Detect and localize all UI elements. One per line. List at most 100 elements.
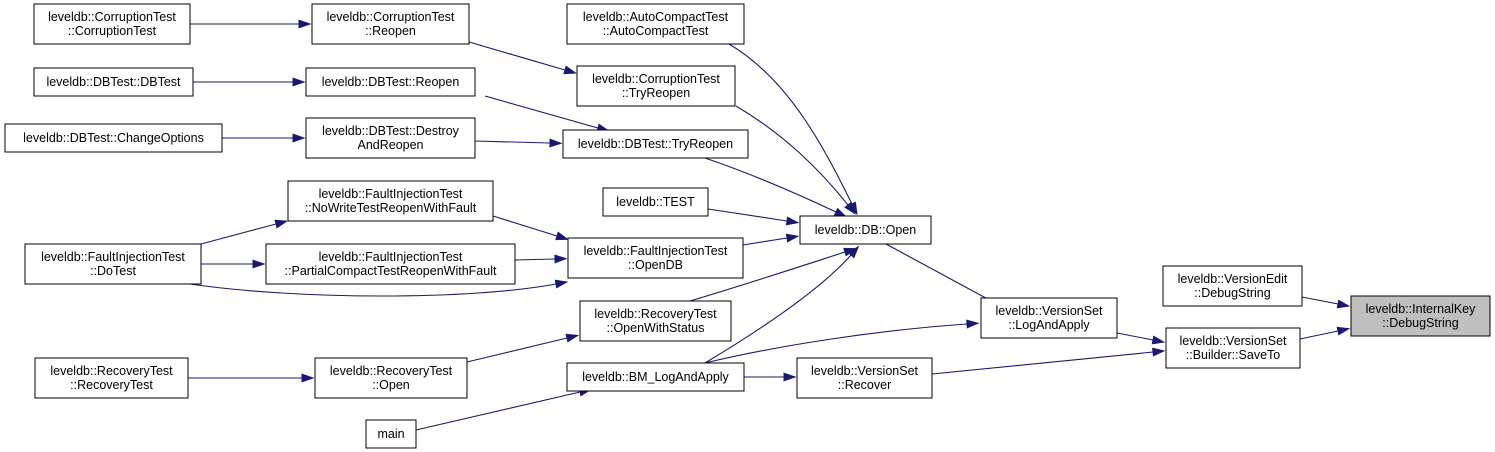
node-vsr[interactable]: leveldb::VersionSet::Recover [796,357,933,399]
node-box [311,3,470,45]
node-fipc[interactable]: leveldb::FaultInjectionTest::PartialComp… [265,243,516,285]
node-box [314,357,468,399]
edge-ve-to-root [1301,296,1351,309]
node-rtows[interactable]: leveldb::RecoveryTest::OpenWithStatus [579,300,732,342]
arrowhead-icon [554,279,569,289]
node-fiod[interactable]: leveldb::FaultInjectionTest::OpenDB [567,237,744,279]
edge-fidt-to-fiod [189,279,569,297]
node-label: leveldb::BM_LogAndApply [582,370,729,384]
node-dbtco[interactable]: leveldb::DBTest::ChangeOptions [4,123,223,153]
edge-line [931,351,1154,375]
edge-bm-to-vsl [704,319,980,364]
node-box [287,180,494,222]
node-label: leveldb::DBTest::Destroy [322,124,460,138]
node-label: ::PartialCompactTestReopenWithFault [285,264,497,278]
node-label: ::TryReopen [622,86,690,100]
node-box [34,357,189,399]
edge-line [1299,330,1339,340]
node-box [579,300,732,342]
arrowhead-icon [833,207,848,218]
node-label: ::OpenWithStatus [607,321,705,335]
arrowhead-icon [555,231,569,241]
node-box [24,243,202,285]
arrowhead-icon [274,219,289,229]
node-label: leveldb::VersionSet [995,304,1103,318]
node-label: leveldb::CorruptionTest [592,72,720,86]
node-test[interactable]: leveldb::TEST [602,187,709,217]
node-vsb[interactable]: leveldb::VersionSet::Builder::SaveTo [1165,327,1301,369]
edge-fiod-to-open [742,233,800,246]
node-box [980,297,1118,339]
edge-line [466,337,568,363]
edge-line [704,254,852,364]
edge-line [514,258,556,261]
node-box [1165,327,1301,369]
node-label: leveldb::VersionEdit [1178,272,1288,286]
edge-test-to-open [707,208,800,226]
node-label: ::DoTest [90,264,136,278]
node-label: ::Open [372,378,410,392]
node-label: ::RecoveryTest [70,378,153,392]
node-box [562,129,749,159]
node-dbtdb[interactable]: leveldb::DBTest::DBTest [33,67,194,97]
node-box [1162,265,1303,307]
node-act[interactable]: leveldb::AutoCompactTest::AutoCompactTes… [566,3,745,45]
arrowhead-icon [563,65,578,75]
edge-finw-to-fiod [492,215,569,241]
arrowhead-icon [1336,299,1351,309]
node-box [566,3,745,45]
edge-rtrt-to-rto [188,373,315,383]
node-ctc[interactable]: leveldb::CorruptionTest::CorruptionTest [33,3,191,45]
arrowhead-icon [1152,347,1166,357]
arrowhead-icon [844,201,856,215]
edge-line [689,251,846,302]
arrowhead-icon [966,319,980,329]
node-label: leveldb::DBTest::Reopen [322,75,460,89]
node-open[interactable]: leveldb::DB::Open [799,215,932,245]
node-label: leveldb::CorruptionTest [48,10,176,24]
node-root[interactable]: leveldb::InternalKey::DebugString [1350,295,1491,337]
node-finw[interactable]: leveldb::FaultInjectionTest::NoWriteTest… [287,180,494,222]
node-box [567,237,744,279]
node-label: ::Recover [838,378,892,392]
edge-vsl-to-vsb [1116,332,1166,345]
node-bm[interactable]: leveldb::BM_LogAndApply [566,362,745,392]
node-dbtre[interactable]: leveldb::DBTest::Reopen [305,67,476,97]
edge-line [200,223,277,245]
node-rto[interactable]: leveldb::RecoveryTest::Open [314,357,468,399]
node-label: ::LogAndApply [1008,318,1090,332]
edge-dbtr-to-open [704,157,848,218]
node-label: leveldb::InternalKey [1366,302,1477,316]
node-fidt[interactable]: leveldb::FaultInjectionTest::DoTest [24,243,202,285]
node-box [796,357,933,399]
node-vsl[interactable]: leveldb::VersionSet::LogAndApply [980,297,1118,339]
node-box [576,65,736,107]
node-label: leveldb::DBTest::DBTest [46,75,181,89]
node-label: ::AutoCompactTest [603,24,709,38]
node-box [566,362,745,392]
node-label: leveldb::FaultInjectionTest [584,244,728,258]
arrowhead-icon [292,133,306,143]
node-main[interactable]: main [365,419,417,449]
edge-ctc-to-ctreo [190,19,312,29]
node-rtrt[interactable]: leveldb::RecoveryTest::RecoveryTest [34,357,189,399]
node-label: AndReopen [357,138,423,152]
node-label: leveldb::TEST [616,195,695,209]
node-ctreo[interactable]: leveldb::CorruptionTest::Reopen [311,3,470,45]
node-ctr[interactable]: leveldb::CorruptionTest::TryReopen [576,65,736,107]
node-label: main [377,427,404,441]
edge-line [1116,332,1154,341]
edge-bm-to-vsr [744,372,797,382]
arrowhead-icon [1336,326,1351,336]
node-ve[interactable]: leveldb::VersionEdit::DebugString [1162,265,1303,307]
node-dbtr[interactable]: leveldb::DBTest::TryReopen [562,129,749,159]
edge-line [484,95,599,129]
nodes-layer: leveldb::InternalKey::DebugStringleveldb… [4,3,1491,449]
node-label: leveldb::AutoCompactTest [583,10,729,24]
arrowhead-icon [554,254,568,264]
arrowhead-icon [252,259,266,269]
arrowhead-icon [298,19,312,29]
node-box [33,3,191,45]
